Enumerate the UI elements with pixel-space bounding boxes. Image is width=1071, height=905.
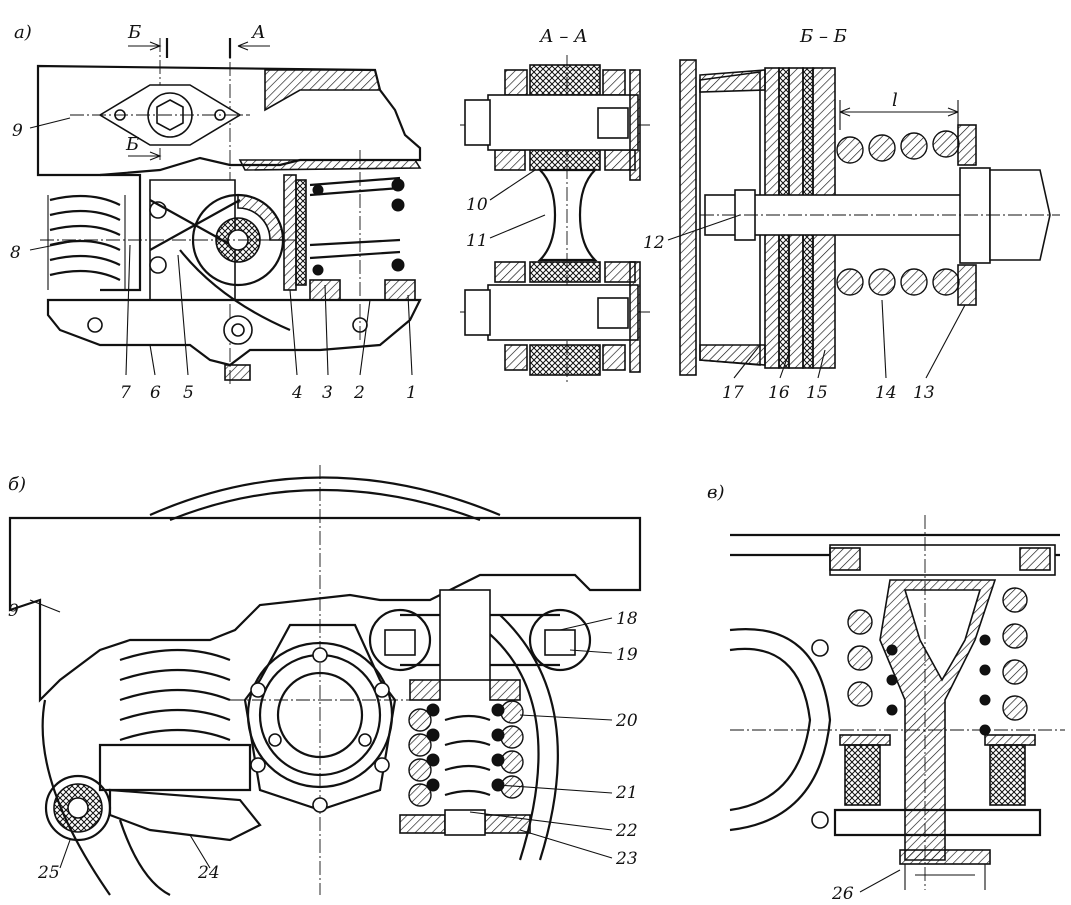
callout-21: 21	[615, 783, 638, 803]
callout-5: 5	[183, 383, 194, 403]
callout-15: 15	[806, 383, 828, 403]
callout-14: 14	[875, 383, 897, 403]
callout-17: 17	[722, 383, 744, 403]
section-aa-title: А – А	[538, 26, 588, 47]
panel-a-main-view	[36, 38, 422, 385]
callout-10: 10	[466, 195, 488, 215]
panel-v-label: в)	[707, 482, 725, 503]
cut-b2-label: Б	[125, 134, 139, 155]
callout-12: 12	[643, 233, 665, 253]
callout-9-top: 9	[12, 121, 23, 141]
panel-b-view	[8, 465, 642, 896]
section-b-b	[679, 59, 1060, 376]
callout-1: 1	[406, 383, 417, 403]
section-bb-title: Б – Б	[799, 26, 847, 47]
callout-25: 25	[37, 863, 60, 883]
callout-18: 18	[616, 609, 638, 629]
callout-22: 22	[615, 821, 638, 841]
labels: a) А – А Б – Б Б А Б l б) в) 1 2 3 4 5 6…	[8, 22, 935, 904]
callout-11: 11	[466, 231, 488, 251]
callout-24: 24	[197, 863, 220, 883]
panel-a-label: a)	[14, 22, 32, 43]
callout-3: 3	[322, 383, 333, 403]
panel-b-label: б)	[8, 474, 26, 495]
cut-b-label: Б	[127, 22, 141, 43]
callout-13: 13	[913, 383, 935, 403]
callout-23: 23	[615, 849, 638, 869]
callout-19: 19	[616, 645, 638, 665]
callout-8: 8	[10, 243, 21, 263]
callout-6: 6	[150, 383, 161, 403]
callout-20: 20	[615, 711, 638, 731]
callout-9-bottom: 9	[8, 601, 19, 621]
section-a-a	[460, 55, 650, 385]
callout-4: 4	[291, 383, 303, 403]
dimension-l: l	[892, 90, 898, 111]
panel-v-section	[729, 515, 1065, 890]
callout-16: 16	[768, 383, 790, 403]
cut-a-label: А	[250, 22, 266, 43]
leader-lines	[29, 117, 966, 893]
callout-7: 7	[120, 383, 131, 403]
callout-2: 2	[353, 383, 365, 403]
callout-26: 26	[831, 884, 854, 900]
